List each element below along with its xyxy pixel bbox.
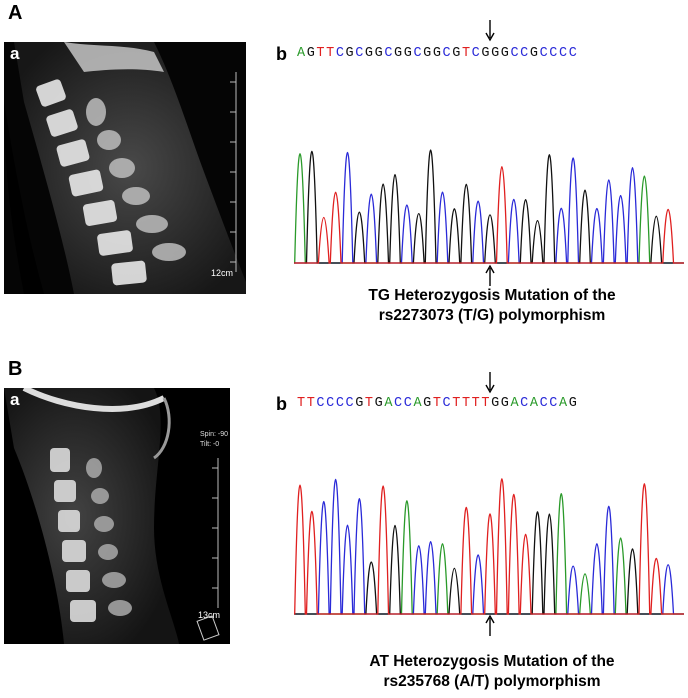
base-letter: C	[549, 46, 559, 61]
base-letter: C	[384, 46, 395, 61]
base-letter: G	[355, 396, 365, 411]
base-letter: C	[335, 46, 346, 61]
caption-a-line1: TG Heterozygosis Mutation of the	[368, 287, 616, 304]
chromatogram-a	[294, 149, 684, 264]
ct-tilt-value: Tilt: -0	[200, 441, 220, 448]
base-letter: C	[539, 46, 550, 61]
arrow-down-b-icon	[485, 372, 495, 394]
base-letter: A	[558, 396, 569, 411]
base-letter: C	[442, 46, 453, 61]
base-letter: T	[326, 46, 336, 61]
panel-label-b: B	[8, 358, 23, 380]
base-letter: T	[471, 396, 482, 411]
base-letter: G	[452, 46, 462, 61]
ct-label-a: a	[10, 44, 20, 63]
base-letter: T	[452, 396, 462, 411]
caption-b-line1: AT Heterozygosis Mutation of the	[369, 653, 615, 670]
panel-label-a: A	[8, 2, 23, 24]
ct-spin-b: Spin: -90 Tilt: -0	[200, 430, 228, 450]
base-letter: T	[481, 396, 492, 411]
base-letter: G	[403, 46, 414, 61]
sequence-b: TTCCCCGTGACCAGTCTTTTGGACACCAG	[297, 396, 578, 411]
ct-scan-b-illustration	[4, 388, 230, 644]
base-letter: C	[345, 396, 356, 411]
caption-a-line2: rs2273073 (T/G) polymorphism	[378, 307, 606, 324]
base-letter: C	[326, 396, 336, 411]
seq-label-b: b	[276, 394, 287, 414]
base-letter: A	[413, 396, 424, 411]
base-letter: T	[364, 396, 375, 411]
arrow-down-a-icon	[485, 20, 495, 42]
base-letter: G	[374, 46, 385, 61]
base-letter: C	[471, 46, 482, 61]
trace-G	[294, 149, 684, 264]
base-letter: C	[316, 396, 327, 411]
base-letter: C	[442, 396, 453, 411]
chromatogram-b	[294, 478, 684, 615]
base-letter: T	[316, 46, 327, 61]
trace-A	[294, 493, 684, 615]
base-letter: T	[461, 46, 472, 61]
base-letter: G	[529, 46, 540, 61]
ct-spin-value: Spin: -90	[200, 431, 229, 438]
arrow-up-b-icon	[485, 614, 495, 636]
base-letter: C	[394, 396, 404, 411]
base-letter: C	[549, 396, 559, 411]
base-letter: C	[539, 396, 550, 411]
base-letter: G	[491, 46, 501, 61]
base-letter: G	[432, 46, 443, 61]
base-letter: C	[520, 46, 530, 61]
base-letter: G	[423, 396, 433, 411]
caption-b: AT Heterozygosis Mutation of the rs23576…	[300, 652, 684, 692]
base-letter: G	[481, 46, 492, 61]
base-letter: G	[500, 396, 511, 411]
base-letter: A	[510, 396, 521, 411]
trace-T	[294, 478, 684, 615]
trace-C	[294, 151, 684, 264]
base-letter: A	[529, 396, 540, 411]
base-letter: G	[568, 396, 579, 411]
base-letter: C	[510, 46, 521, 61]
caption-a: TG Heterozygosis Mutation of the rs22730…	[300, 286, 684, 326]
base-letter: C	[520, 396, 530, 411]
base-letter: G	[423, 46, 433, 61]
base-letter: C	[403, 396, 414, 411]
arrow-up-a-icon	[485, 264, 495, 286]
base-letter: G	[345, 46, 356, 61]
ct-scale-a: 12cm	[211, 268, 234, 278]
ct-image-a	[4, 42, 246, 294]
sequence-a: AGTTCGCGGCGGCGGCGTCGGGCCGCCCC	[297, 46, 578, 61]
base-letter: C	[355, 46, 365, 61]
base-letter: C	[413, 46, 424, 61]
trace-T	[294, 166, 684, 264]
base-letter: G	[491, 396, 501, 411]
base-letter: T	[432, 396, 443, 411]
base-letter: T	[297, 396, 307, 411]
base-letter: C	[558, 46, 569, 61]
base-letter: G	[500, 46, 511, 61]
base-letter: T	[461, 396, 472, 411]
ct-label-b: a	[10, 390, 20, 409]
base-letter: A	[297, 46, 307, 61]
ct-scale-b: 13cm	[198, 610, 221, 620]
seq-label-a: b	[276, 44, 287, 64]
base-letter: A	[384, 396, 395, 411]
caption-b-line2: rs235768 (A/T) polymorphism	[383, 673, 601, 690]
base-letter: T	[306, 396, 317, 411]
base-letter: C	[568, 46, 579, 61]
base-letter: G	[374, 396, 385, 411]
base-letter: C	[335, 396, 346, 411]
ct-image-b	[4, 388, 230, 644]
base-letter: G	[394, 46, 404, 61]
ct-scan-a-illustration	[4, 42, 246, 294]
base-letter: G	[364, 46, 375, 61]
base-letter: G	[306, 46, 317, 61]
